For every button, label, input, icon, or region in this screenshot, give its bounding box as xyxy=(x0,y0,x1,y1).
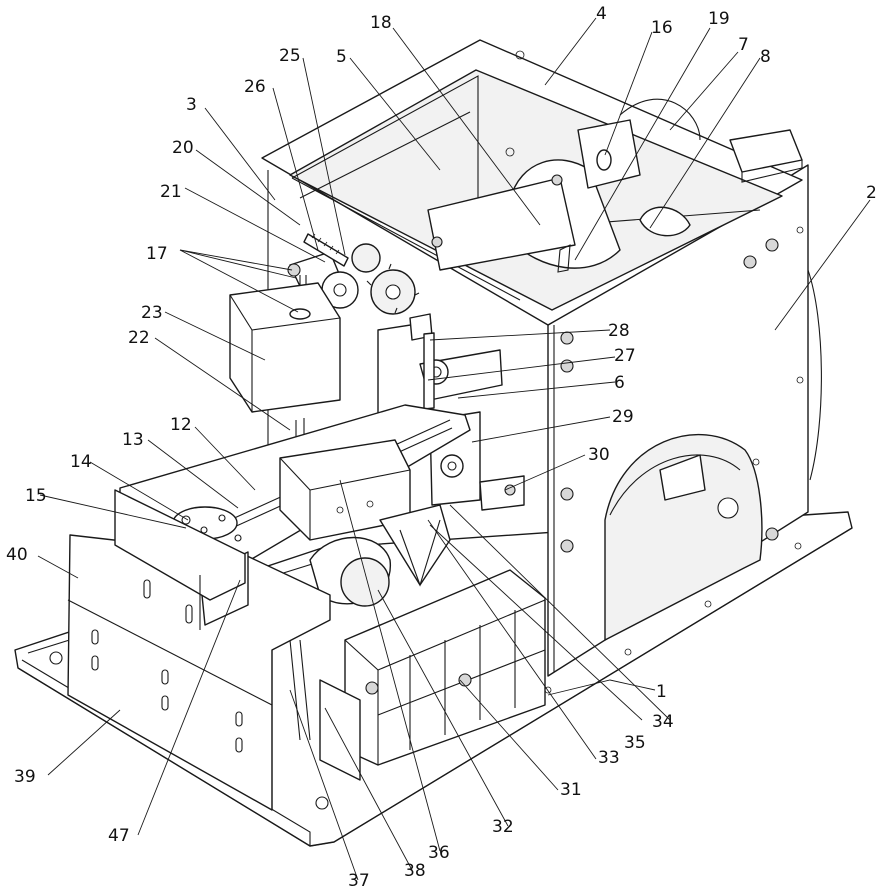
callout-22: 22 xyxy=(128,328,150,348)
callout-26: 26 xyxy=(244,77,266,97)
callout-31: 31 xyxy=(560,780,582,800)
callout-19: 19 xyxy=(708,9,730,29)
callout-1: 1 xyxy=(656,682,667,702)
callout-20: 20 xyxy=(172,138,194,158)
callout-38: 38 xyxy=(404,861,426,881)
callout-7: 7 xyxy=(738,35,749,55)
callout-16: 16 xyxy=(651,18,673,38)
callout-4: 4 xyxy=(596,4,607,24)
callout-5: 5 xyxy=(336,47,347,67)
callout-39: 39 xyxy=(14,767,36,787)
callout-37: 37 xyxy=(348,871,370,891)
callout-18: 18 xyxy=(370,13,392,33)
callout-33: 33 xyxy=(598,748,620,768)
callout-13: 13 xyxy=(122,430,144,450)
callout-35: 35 xyxy=(624,733,646,753)
callout-15: 15 xyxy=(25,486,47,506)
callout-12: 12 xyxy=(170,415,192,435)
callout-6: 6 xyxy=(614,373,625,393)
callout-25: 25 xyxy=(279,46,301,66)
callout-21: 21 xyxy=(160,182,182,202)
callout-29: 29 xyxy=(612,407,634,427)
callout-23: 23 xyxy=(141,303,163,323)
callout-3: 3 xyxy=(186,95,197,115)
callout-28: 28 xyxy=(608,321,630,341)
callout-2: 2 xyxy=(866,183,877,203)
callout-40: 40 xyxy=(6,545,28,565)
callout-8: 8 xyxy=(760,47,771,67)
callout-34: 34 xyxy=(652,712,674,732)
callout-17: 17 xyxy=(146,244,168,264)
callout-30: 30 xyxy=(588,445,610,465)
callout-47: 47 xyxy=(108,826,130,846)
callout-36: 36 xyxy=(428,843,450,863)
callout-32: 32 xyxy=(492,817,514,837)
callout-14: 14 xyxy=(70,452,92,472)
callout-27: 27 xyxy=(614,346,636,366)
